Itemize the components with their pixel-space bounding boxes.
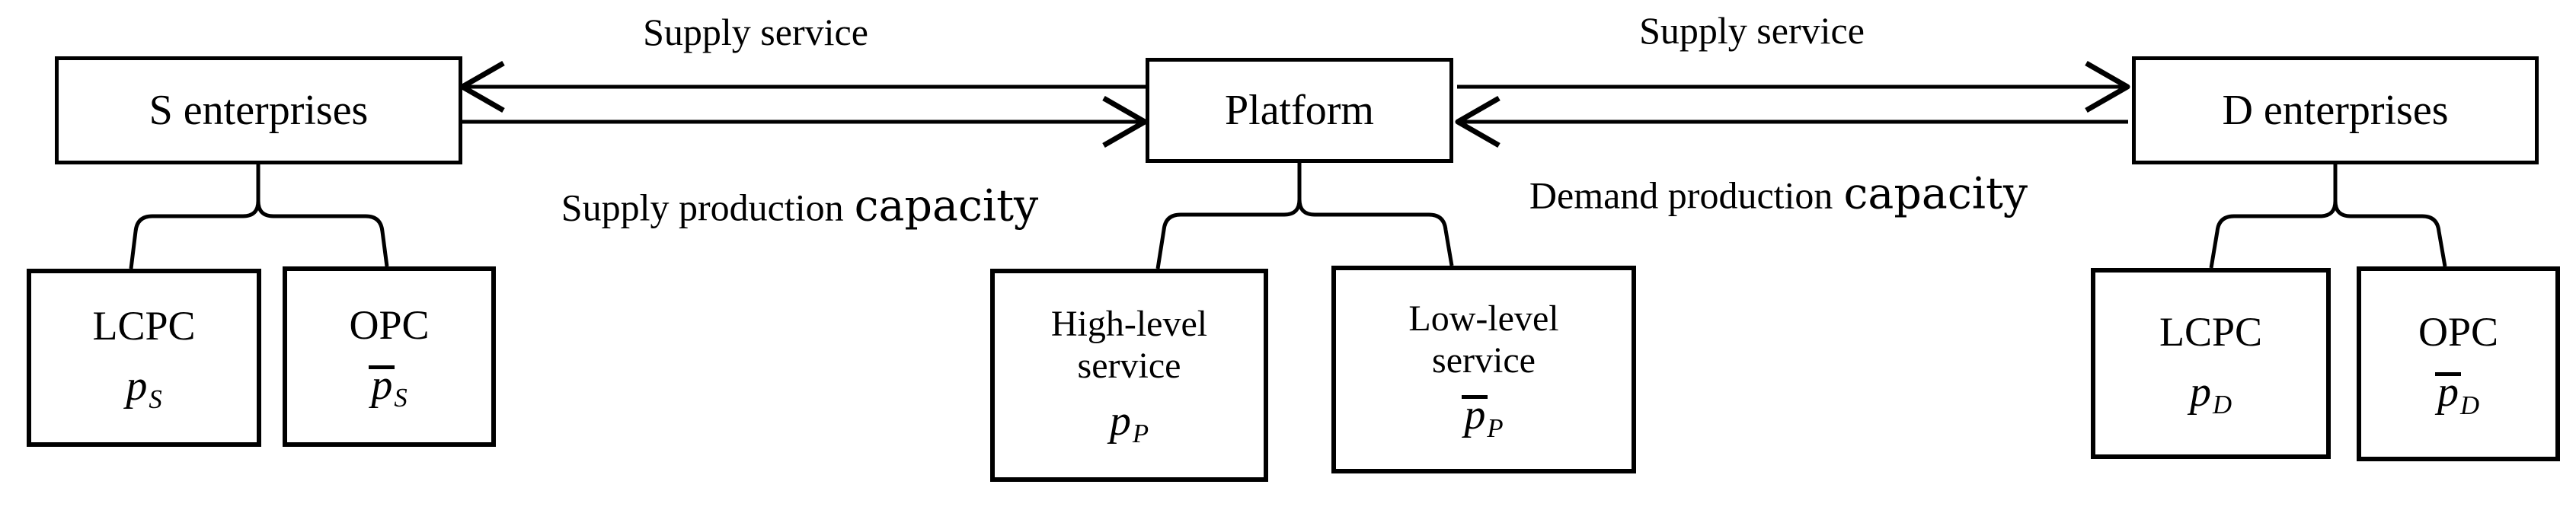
var-sub-p: P bbox=[1132, 419, 1149, 449]
box-s-opc: OPC pS bbox=[283, 266, 496, 447]
label-supply-production-prefix: Supply production bbox=[561, 186, 844, 229]
var-p: p bbox=[2189, 368, 2211, 416]
box-d-opc-label: OPC bbox=[2418, 309, 2499, 355]
arrowhead-left-at-s-icon bbox=[459, 60, 505, 113]
box-platform-label: Platform bbox=[1225, 86, 1374, 134]
box-d-lcpc-label: LCPC bbox=[2159, 308, 2263, 355]
var-p-bar: p bbox=[369, 361, 395, 409]
box-s-opc-label: OPC bbox=[349, 301, 430, 348]
label-supply-service-right: Supply service bbox=[1639, 9, 1865, 52]
var-p-bar: p bbox=[1462, 391, 1488, 439]
var-p-bar: p bbox=[2434, 368, 2461, 416]
formula-pbar-d: pD bbox=[2434, 368, 2480, 420]
label-demand-production-suffix: capacity bbox=[1843, 168, 2028, 219]
formula-p-s: pS bbox=[126, 365, 161, 413]
box-s-enterprises-label: S enterprises bbox=[149, 86, 369, 134]
formula-p-d: pD bbox=[2190, 371, 2232, 419]
bracket-d-left bbox=[2209, 164, 2338, 269]
box-low-level-service: Low-level service pP bbox=[1331, 266, 1636, 473]
box-d-lcpc: LCPC pD bbox=[2091, 268, 2331, 459]
box-d-enterprises-label: D enterprises bbox=[2222, 86, 2449, 134]
var-sub-d: D bbox=[2212, 390, 2232, 420]
arrowhead-right-at-platform-icon bbox=[1102, 95, 1148, 148]
arrowhead-right-at-d-icon bbox=[2085, 60, 2130, 113]
formula-pbar-s: pS bbox=[369, 361, 407, 413]
box-low-level-service-label-line2: service bbox=[1432, 339, 1536, 381]
box-high-level-service-label-line1: High-level bbox=[1050, 304, 1208, 345]
var-sub-d: D bbox=[2459, 390, 2480, 420]
var-sub-s: S bbox=[394, 383, 407, 413]
box-s-enterprises: S enterprises bbox=[55, 56, 462, 164]
var-sub-p: P bbox=[1487, 413, 1504, 443]
box-d-enterprises: D enterprises bbox=[2132, 56, 2539, 164]
box-high-level-service-label-line2: service bbox=[1077, 346, 1181, 387]
bracket-platform-right bbox=[1297, 162, 1454, 266]
label-demand-production-prefix: Demand production bbox=[1529, 174, 1833, 217]
bracket-d-right bbox=[2333, 164, 2447, 267]
arrowhead-left-at-platform-icon bbox=[1455, 95, 1501, 148]
label-supply-service-left: Supply service bbox=[643, 11, 868, 53]
box-s-lcpc-label: LCPC bbox=[92, 303, 196, 349]
formula-pbar-p: pP bbox=[1462, 391, 1504, 443]
label-supply-production-suffix: capacity bbox=[854, 180, 1039, 231]
bracket-s-right bbox=[256, 164, 389, 267]
var-sub-s: S bbox=[149, 384, 162, 414]
box-platform: Platform bbox=[1146, 58, 1453, 163]
var-p: p bbox=[126, 362, 148, 410]
formula-p-p: pP bbox=[1110, 400, 1149, 448]
box-s-lcpc: LCPC pS bbox=[27, 269, 261, 447]
var-p: p bbox=[1109, 397, 1131, 445]
bracket-s-left bbox=[129, 164, 260, 269]
bracket-platform-left bbox=[1155, 162, 1302, 269]
box-high-level-service: High-level service pP bbox=[990, 269, 1268, 482]
box-low-level-service-label-line1: Low-level bbox=[1408, 298, 1559, 339]
box-d-opc: OPC pD bbox=[2357, 266, 2560, 461]
